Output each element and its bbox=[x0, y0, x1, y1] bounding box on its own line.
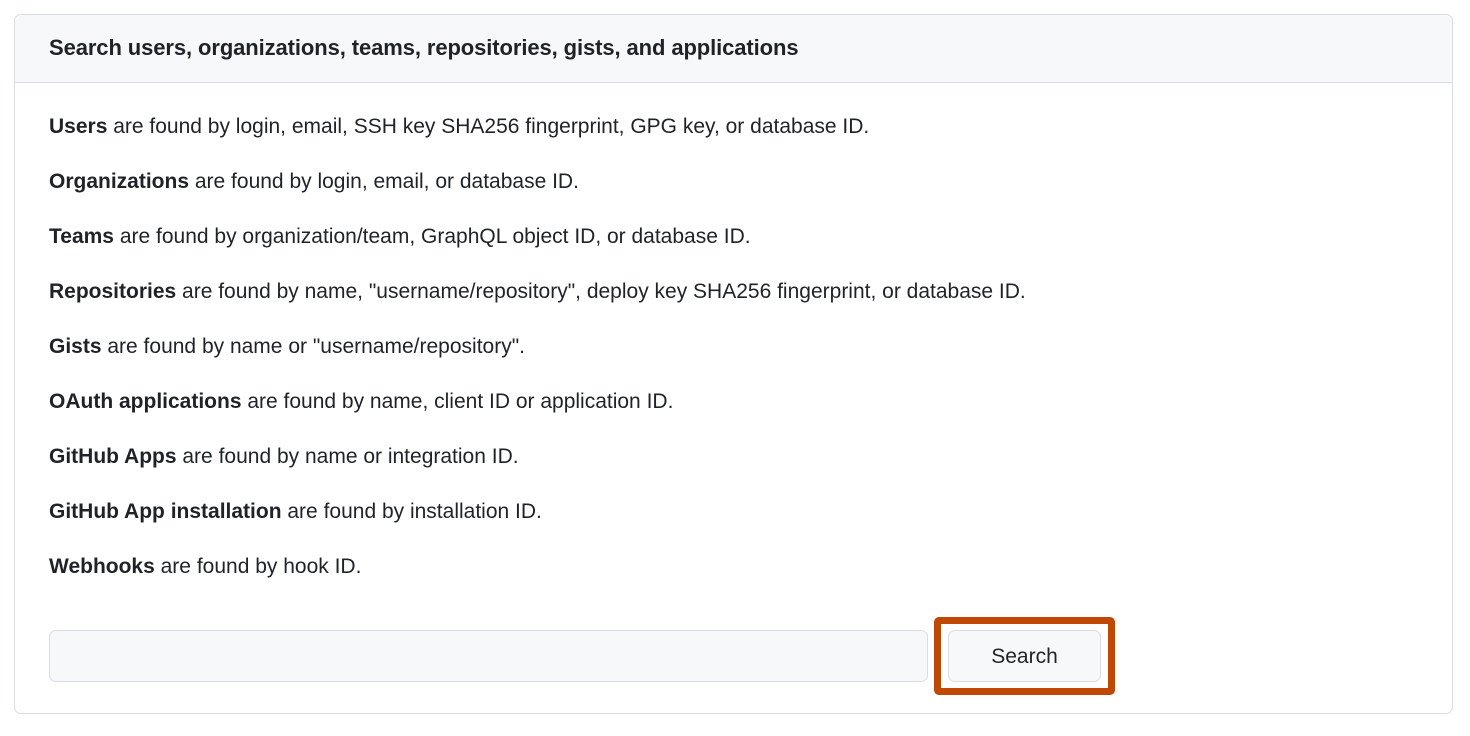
criteria-text: are found by name, client ID or applicat… bbox=[241, 390, 674, 413]
list-item: OAuth applications are found by name, cl… bbox=[49, 374, 1432, 429]
criteria-term: Repositories bbox=[49, 280, 177, 303]
list-item: Users are found by login, email, SSH key… bbox=[49, 99, 1432, 154]
page-title: Search users, organizations, teams, repo… bbox=[49, 35, 799, 61]
search-form: Search bbox=[49, 617, 1432, 695]
list-item: Organizations are found by login, email,… bbox=[49, 154, 1432, 209]
list-item: Repositories are found by name, "usernam… bbox=[49, 264, 1432, 319]
criteria-term: GitHub App installation bbox=[49, 500, 282, 523]
criteria-text: are found by name or "username/repositor… bbox=[101, 335, 525, 358]
search-criteria-list: Users are found by login, email, SSH key… bbox=[49, 99, 1432, 594]
criteria-text: are found by name or integration ID. bbox=[176, 445, 519, 468]
search-button[interactable]: Search bbox=[948, 630, 1101, 682]
card-header: Search users, organizations, teams, repo… bbox=[15, 15, 1452, 83]
criteria-term: Teams bbox=[49, 225, 114, 248]
criteria-term: Gists bbox=[49, 335, 102, 358]
criteria-term: GitHub Apps bbox=[49, 445, 177, 468]
search-input[interactable] bbox=[49, 630, 928, 682]
list-item: Teams are found by organization/team, Gr… bbox=[49, 209, 1432, 264]
list-item: Webhooks are found by hook ID. bbox=[49, 539, 1432, 594]
search-button-highlight: Search bbox=[934, 617, 1115, 695]
criteria-text: are found by hook ID. bbox=[154, 555, 362, 578]
list-item: GitHub Apps are found by name or integra… bbox=[49, 429, 1432, 484]
criteria-text: are found by organization/team, GraphQL … bbox=[113, 225, 751, 248]
criteria-text: are found by login, email, SSH key SHA25… bbox=[107, 115, 870, 138]
list-item: GitHub App installation are found by ins… bbox=[49, 484, 1432, 539]
criteria-term: OAuth applications bbox=[49, 390, 242, 413]
criteria-text: are found by login, email, or database I… bbox=[189, 170, 579, 193]
criteria-text: are found by name, "username/repository"… bbox=[176, 280, 1026, 303]
criteria-term: Webhooks bbox=[49, 555, 155, 578]
list-item: Gists are found by name or "username/rep… bbox=[49, 319, 1432, 374]
criteria-term: Organizations bbox=[49, 170, 190, 193]
criteria-term: Users bbox=[49, 115, 108, 138]
criteria-text: are found by installation ID. bbox=[281, 500, 542, 523]
search-help-card: Search users, organizations, teams, repo… bbox=[14, 14, 1453, 714]
card-body: Users are found by login, email, SSH key… bbox=[15, 83, 1452, 695]
